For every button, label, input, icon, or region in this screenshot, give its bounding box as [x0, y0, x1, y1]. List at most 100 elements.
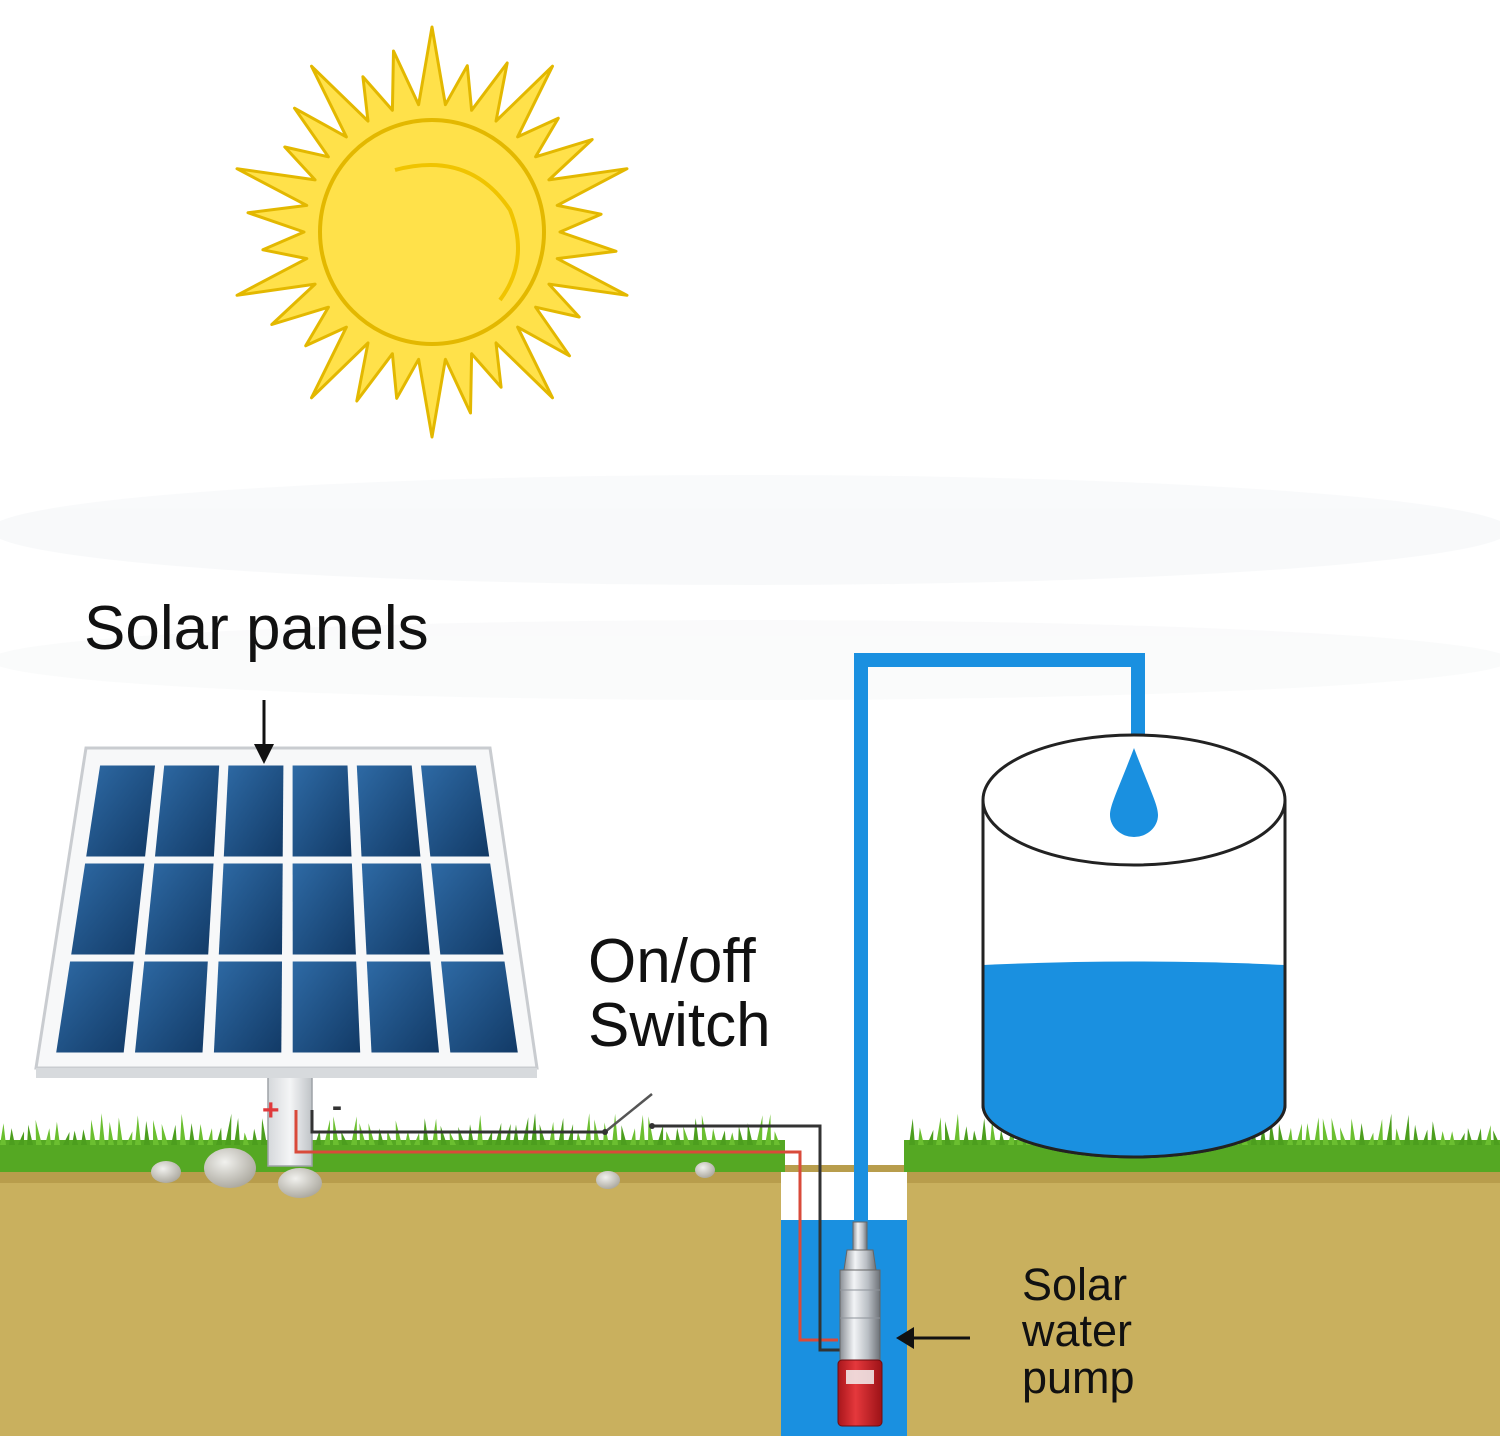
grass-blade [45, 1128, 51, 1145]
switch-lever [604, 1093, 653, 1133]
grass-blade [1340, 1127, 1347, 1145]
grass-blade [711, 1128, 717, 1145]
sun-highlight [394, 163, 520, 302]
grass-blade [504, 1123, 511, 1145]
grass-blade [945, 1121, 951, 1145]
grass-blade [198, 1123, 204, 1145]
panel-cell [441, 961, 518, 1053]
arrow-icon [254, 700, 970, 1349]
water-tank-icon [981, 733, 1287, 1159]
grass-blade [27, 1124, 33, 1145]
panel-stand [267, 1067, 313, 1167]
grass-blade [0, 1123, 6, 1145]
grass-blade [414, 1132, 420, 1145]
grass-blade [576, 1131, 582, 1145]
grass-blade [513, 1124, 519, 1145]
grass-blade [161, 1123, 168, 1145]
negative-wire [310, 1110, 605, 1134]
grass-blade [936, 1117, 942, 1145]
sky-haze [0, 475, 1500, 700]
grass-blade [144, 1120, 150, 1145]
grass-blade [675, 1127, 681, 1145]
grass-blade [189, 1123, 195, 1145]
grass-blade [747, 1123, 753, 1145]
grass-blade [972, 1130, 978, 1145]
grass-blade [639, 1114, 645, 1145]
rock [695, 1162, 715, 1178]
grass-blade [315, 1129, 321, 1145]
grass-blade [1422, 1129, 1428, 1145]
grass-blade [981, 1118, 987, 1145]
grass-blade [35, 1119, 42, 1145]
wiring [294, 1093, 840, 1352]
negative-sign: - [332, 1090, 342, 1123]
grass-blade [234, 1118, 240, 1145]
panels-arrow-head [254, 744, 274, 764]
grass-blade [477, 1114, 483, 1145]
grass-blade [909, 1118, 915, 1145]
grass-blade [486, 1130, 493, 1145]
panel-cell [223, 765, 284, 857]
panel-frame-edge [36, 1068, 537, 1078]
label-on-off-switch: On/off Switch [588, 930, 771, 1058]
label-pump-line3: pump [1022, 1351, 1135, 1403]
grass-blade [126, 1131, 133, 1145]
grass-blade [1395, 1128, 1401, 1145]
grass-blade [683, 1126, 690, 1145]
panel-cell [356, 765, 421, 857]
panel-cell [292, 961, 361, 1053]
grass-blade [1458, 1132, 1465, 1145]
grass-blade [729, 1132, 735, 1145]
grass-blade [1278, 1123, 1284, 1145]
grass-blade [1476, 1128, 1482, 1145]
grass-blade [1368, 1132, 1374, 1145]
label-pump-line2: water [1022, 1305, 1133, 1357]
grass-blade [531, 1113, 537, 1145]
grass-blade [18, 1131, 25, 1145]
rock [151, 1161, 181, 1183]
grass-blade [207, 1128, 213, 1145]
label-switch-line2: Switch [588, 990, 771, 1060]
grass-blade [612, 1113, 618, 1145]
ground [0, 1165, 1500, 1436]
panel-cell [292, 863, 356, 955]
water-pipe [854, 653, 1145, 1255]
panel-cell [145, 863, 214, 955]
grass-blade [341, 1131, 348, 1145]
panel-cell [155, 765, 220, 857]
grass-blade [738, 1126, 744, 1145]
panel-cells [56, 765, 518, 1053]
grass-blade [756, 1115, 763, 1145]
panel-cell [366, 961, 439, 1053]
grass-blade [171, 1124, 177, 1145]
rock [278, 1168, 322, 1198]
grass-blade [108, 1122, 114, 1145]
grass-blade [1260, 1123, 1266, 1145]
grass-blade [81, 1129, 87, 1145]
panel-cell [86, 765, 155, 857]
grass-blade [1296, 1123, 1302, 1145]
grass-blade [1377, 1118, 1383, 1145]
switch-contact [649, 1123, 655, 1129]
grass-blade [774, 1131, 780, 1145]
grass-blade [1350, 1118, 1356, 1145]
positive-sign: + [262, 1094, 280, 1127]
tank-water [983, 961, 1285, 1157]
grass-blade [1413, 1124, 1419, 1145]
grass-blade [440, 1125, 447, 1145]
grass-blade [999, 1130, 1005, 1145]
grass-blade [585, 1113, 591, 1145]
grass-blade [1467, 1128, 1473, 1145]
grass-blade [539, 1124, 546, 1145]
grass-blade [963, 1126, 969, 1145]
grass-blade [567, 1124, 574, 1145]
grass-blade [387, 1130, 393, 1145]
panel-cell [213, 961, 282, 1053]
panel-cell [56, 961, 134, 1053]
grass-blade [701, 1114, 708, 1145]
grass-blade [135, 1115, 141, 1145]
grass-blade [720, 1130, 726, 1145]
tank-outline [981, 800, 1287, 1159]
grass-blade [449, 1131, 456, 1145]
